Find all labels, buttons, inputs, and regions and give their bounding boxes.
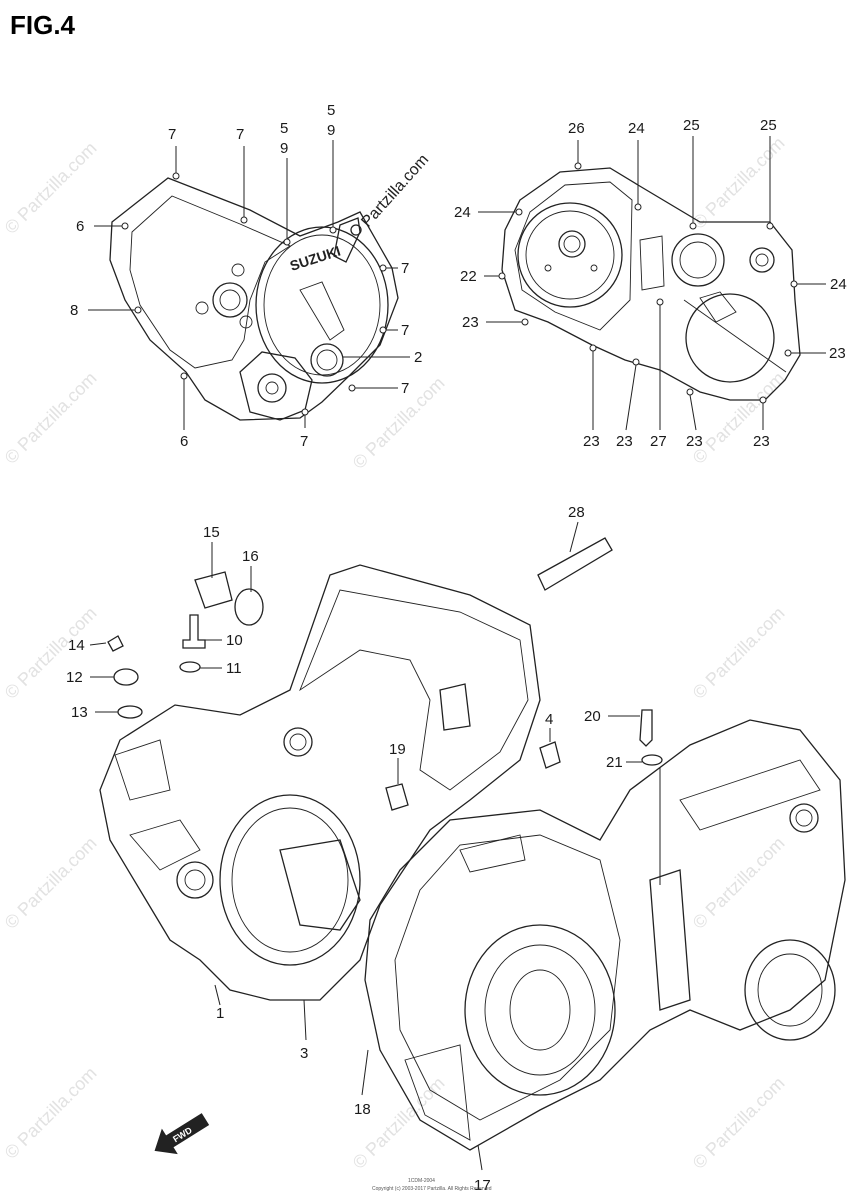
crankcase-assembly	[99, 537, 846, 1151]
callout-7: 7	[236, 126, 244, 143]
drain-plug	[113, 668, 139, 686]
crankcase-callouts: 28 15 16 14 10 12 11 13 4 20 19 21 1 3 1…	[66, 504, 623, 1194]
watermark: © Partzilla.com	[1, 603, 101, 703]
callout-23: 23	[829, 345, 846, 362]
callout-23: 23	[616, 433, 633, 450]
callout-26: 26	[568, 120, 585, 137]
callout-6: 6	[180, 433, 188, 450]
callout-12: 12	[66, 669, 83, 686]
callout-7: 7	[401, 322, 409, 339]
callout-21: 21	[606, 754, 623, 771]
dowel-pin	[385, 783, 409, 811]
callout-18: 18	[354, 1101, 371, 1118]
watermark: © Partzilla.com	[1, 368, 101, 468]
cap	[107, 635, 124, 652]
callout-4: 4	[545, 711, 553, 728]
callout-7: 7	[168, 126, 176, 143]
washer	[641, 754, 663, 766]
magneto-cover-leaders	[478, 136, 826, 431]
watermark-diagonal: Partzilla.com	[358, 151, 432, 230]
oil-filler-plug	[194, 571, 233, 609]
watermark: © Partzilla.com	[689, 133, 789, 233]
plate	[537, 537, 613, 591]
clutch-cover-callouts: 7 7 5 9 5 9 6 7 8 7 2 7 6 7	[70, 102, 422, 450]
callout-16: 16	[242, 548, 259, 565]
dowel-pin	[539, 741, 561, 769]
callout-10: 10	[226, 632, 243, 649]
gasket	[117, 705, 143, 719]
callout-9: 9	[327, 122, 335, 139]
clutch-cover-leaders	[88, 140, 410, 430]
watermark-layer: © Partzilla.com © Partzilla.com © Partzi…	[1, 133, 789, 1173]
callout-27: 27	[650, 433, 667, 450]
callout-23: 23	[753, 433, 770, 450]
callout-8: 8	[70, 302, 78, 319]
callout-5: 5	[327, 102, 335, 119]
callout-14: 14	[68, 637, 85, 654]
callout-25: 25	[683, 117, 700, 134]
callout-23: 23	[583, 433, 600, 450]
crankcase-leaders	[89, 521, 661, 1171]
forward-arrow: FWD	[154, 1113, 210, 1155]
callout-17: 17	[474, 1177, 491, 1194]
callout-23: 23	[686, 433, 703, 450]
callout-9: 9	[280, 140, 288, 157]
o-ring	[234, 588, 264, 626]
callout-3: 3	[300, 1045, 308, 1062]
callout-7: 7	[401, 260, 409, 277]
callout-22: 22	[460, 268, 477, 285]
callout-11: 11	[226, 660, 242, 677]
callout-28: 28	[568, 504, 585, 521]
callout-20: 20	[584, 708, 601, 725]
callout-23: 23	[462, 314, 479, 331]
callout-13: 13	[71, 704, 88, 721]
callout-24: 24	[830, 276, 847, 293]
watermark: © Partzilla.com	[689, 368, 789, 468]
brand-logo: SUZUKI	[288, 243, 343, 274]
watermark: © Partzilla.com	[689, 603, 789, 703]
callout-1: 1	[216, 1005, 224, 1022]
bolt	[182, 614, 206, 649]
callout-5: 5	[280, 120, 288, 137]
callout-7: 7	[401, 380, 409, 397]
washer	[179, 661, 201, 673]
clutch-cover: SUZUKI	[109, 172, 399, 421]
watermark: © Partzilla.com	[1, 138, 101, 238]
magneto-cover-callouts: 26 24 25 25 24 22 24 23 23 23 23 27 23 2…	[454, 117, 847, 450]
callout-24: 24	[628, 120, 645, 137]
watermark: © Partzilla.com	[1, 833, 101, 933]
magneto-cover	[498, 162, 801, 404]
callout-15: 15	[203, 524, 220, 541]
callout-7: 7	[300, 433, 308, 450]
callout-24: 24	[454, 204, 471, 221]
callout-2: 2	[414, 349, 422, 366]
callout-25: 25	[760, 117, 777, 134]
watermark: © Partzilla.com	[689, 1073, 789, 1173]
bolt	[639, 709, 653, 747]
footer-copyright: Copyright (c) 2003-2017 Partzilla. All R…	[372, 1186, 492, 1192]
watermark: © Partzilla.com	[349, 1073, 449, 1173]
callout-19: 19	[389, 741, 406, 758]
watermark: © Partzilla.com	[1, 1063, 101, 1163]
figure-title: FIG.4	[10, 10, 76, 40]
callout-6: 6	[76, 218, 84, 235]
footer-code: 1CDM-2004	[408, 1178, 435, 1184]
watermark: © Partzilla.com	[689, 833, 789, 933]
